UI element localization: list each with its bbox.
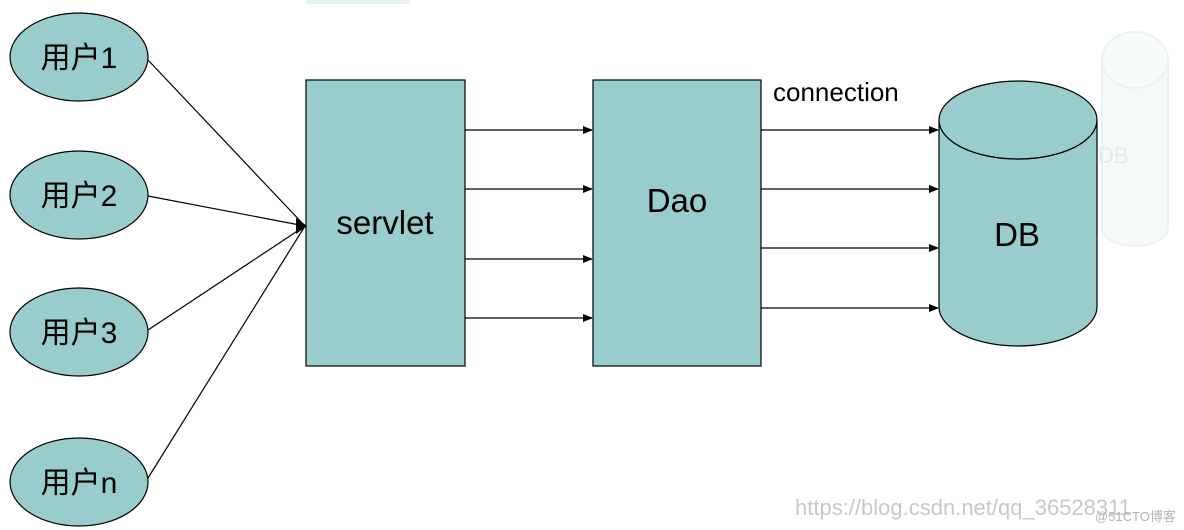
connector-user-3 (147, 225, 306, 331)
user-node-3: 用户3 (9, 287, 149, 377)
connector-user-n (147, 225, 306, 479)
connector-user-2 (147, 195, 306, 227)
watermark-brand: @51CTO博客 (1095, 509, 1176, 524)
user-to-servlet-connectors (147, 59, 306, 479)
user-node-2: 用户2 (9, 150, 149, 240)
connector-user-1 (147, 59, 306, 227)
dao-box: Dao (592, 79, 762, 367)
user-label: 用户n (41, 467, 118, 500)
ghost-db-cylinder: DB (1098, 31, 1169, 247)
watermark-url: https://blog.csdn.net/qq_36528311 (795, 495, 1131, 520)
db-label: DB (994, 216, 1040, 253)
user-label: 用户2 (41, 180, 118, 213)
servlet-label: servlet (336, 204, 433, 241)
dao-label: Dao (647, 182, 708, 219)
db-cylinder: DB (938, 80, 1098, 347)
user-label: 用户1 (41, 42, 118, 75)
connection-label: connection (773, 77, 899, 107)
user-node-n: 用户n (9, 437, 149, 527)
ghost-top-bar (306, 0, 410, 4)
servlet-box: servlet (305, 79, 466, 367)
servlet-to-dao-arrows (465, 126, 593, 322)
user-node-1: 用户1 (9, 12, 149, 102)
dao-to-db-arrows (761, 126, 939, 312)
ghost-db-label: DB (1098, 143, 1129, 168)
merge-arrowhead (296, 218, 307, 234)
user-label: 用户3 (41, 317, 118, 350)
